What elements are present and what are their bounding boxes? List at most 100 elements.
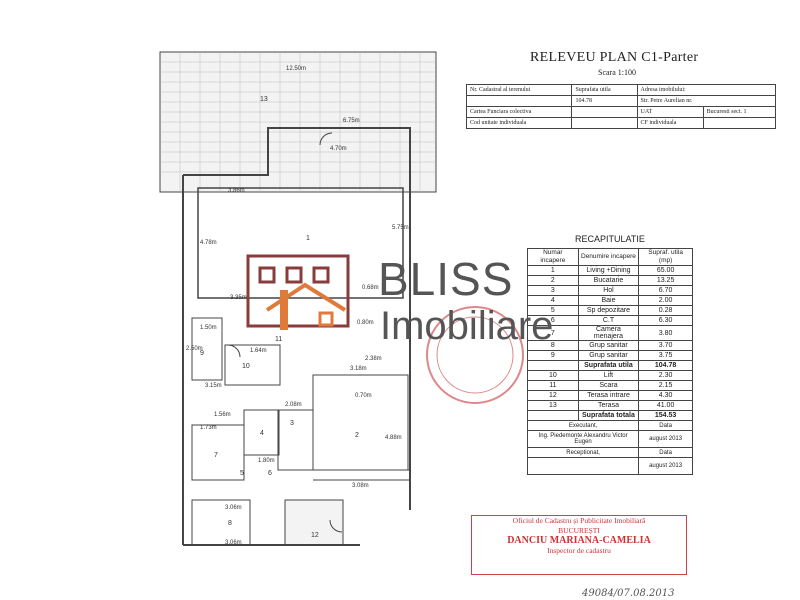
dim-1-50: 1.50m [200, 325, 217, 331]
useful-area-value: 104.78 [638, 360, 693, 371]
data-label-2: Data [638, 447, 693, 458]
recap-cell-area: 6.30 [638, 315, 693, 326]
recap-cell-area: 3.75 [638, 350, 693, 361]
recap-cell-area: 2.15 [638, 380, 693, 391]
dim-r1-height: 5.75m [392, 225, 409, 231]
info-table: Nr. Cadastral al terenului Suprafata uti… [465, 84, 777, 129]
executant-name: Ing. Piedemonte Alexandru Victor Eugen [526, 430, 640, 448]
dim-3-06-a: 3.06m [225, 505, 242, 511]
recap-title: RECAPITULATIE [575, 234, 645, 244]
info-cell: Str. Petre Aurelian nr. [636, 95, 777, 107]
dim-1-80: 1.80m [258, 458, 275, 464]
dim-r1-width: 4.70m [330, 146, 347, 152]
recap-cell-nr: 10 [527, 370, 579, 381]
recap-cell-name: Grup sanitar [577, 350, 640, 361]
recap-cell-area: 41.00 [638, 400, 693, 411]
room-number-6: 6 [268, 470, 272, 477]
dim-0-70: 0.70m [355, 393, 372, 399]
room-number-3: 3 [290, 420, 294, 427]
recap-cell-name: Grup sanitar [577, 340, 640, 351]
receptionat-date: august 2013 [638, 457, 693, 475]
recap-cell-area: 13.25 [638, 275, 693, 286]
dim-0-68: 0.68m [362, 285, 379, 291]
room-2-outline [312, 374, 409, 471]
total-area-value: 154.53 [638, 410, 693, 421]
room-number-12: 12 [311, 532, 319, 539]
stamp-line-4: Inspector de cadastru [547, 546, 611, 555]
stamp-line-3: DANCIU MARIANA-CAMELIA [507, 535, 651, 546]
logo-text-imobiliare: Imobiliare [380, 304, 554, 348]
recap-cell-name: C.T [577, 315, 640, 326]
terrace-hatching [160, 52, 436, 192]
dim-1-56: 1.56m [214, 412, 231, 418]
document-scale: Scara 1:100 [598, 68, 636, 77]
info-cell: Bucuresti sect. 1 [702, 106, 777, 118]
recap-table: Numar incapere Denumire incapere Supraf.… [526, 248, 693, 475]
dim-2-50: 2.50m [186, 346, 203, 352]
useful-area-label: Suprafata utila [577, 360, 640, 371]
room-number-1: 1 [306, 235, 310, 242]
receptionat-signature [526, 457, 640, 475]
recap-cell-nr: 11 [527, 380, 579, 391]
info-cell: 104.78 [571, 95, 638, 107]
recap-cell-name: Sp depozitare [577, 305, 640, 316]
useful-area-row: Suprafata utila 104.78 [527, 360, 693, 371]
recap-cell-nr: 2 [527, 275, 579, 286]
info-cell: UAT [636, 106, 704, 118]
recap-cell-name: Bucatarie [577, 275, 640, 286]
executant-label: Executant, [526, 420, 640, 431]
recap-header: Supraf. utila (mp) [638, 248, 693, 266]
recap-cell-area: 6.70 [638, 285, 693, 296]
info-cell: Cartea Funciara colectiva [465, 106, 573, 118]
recap-cell-area: 2.30 [638, 370, 693, 381]
dim-1-64: 1.64m [250, 348, 267, 354]
logo-text-bliss: BLISS [378, 253, 514, 305]
stamp-line-2: BUCUREȘTI [558, 526, 600, 535]
info-cell [702, 117, 777, 129]
dim-0-80: 0.80m [357, 320, 374, 326]
recap-cell-name: Hol [577, 285, 640, 296]
dim-2-08: 2.08m [285, 402, 302, 408]
recap-cell-area: 0.28 [638, 305, 693, 316]
recap-cell-name: Baie [577, 295, 640, 306]
recap-cell-name: Lift [577, 370, 640, 381]
total-area-row: Suprafata totala 154.53 [527, 410, 693, 421]
total-area-label: Suprafata totala [577, 410, 640, 421]
dim-inner-top: 6.75m [343, 118, 360, 124]
bliss-logo-icon [246, 254, 350, 330]
receptionat-label: Receptionat, [526, 447, 640, 458]
room-number-9: 9 [200, 350, 204, 357]
recap-cell-nr: 3 [527, 285, 579, 296]
dim-4-88: 4.88m [385, 435, 402, 441]
recap-cell-nr: 1 [527, 265, 579, 276]
recap-header: Denumire incapere [577, 248, 640, 266]
dim-left-height: 4.78m [200, 240, 217, 246]
info-cell [571, 117, 638, 129]
dim-top-width: 12.50m [286, 66, 307, 72]
recap-cell-area: 3.80 [638, 325, 693, 341]
dim-3-35: 3.35m [230, 295, 247, 301]
dim-3-15: 3.15m [205, 383, 222, 389]
outer-wall [183, 127, 411, 510]
recap-cell-area: 4.30 [638, 390, 693, 401]
info-cell: Adresa imobilului: [636, 84, 777, 96]
room-9-outline [191, 317, 223, 381]
round-seal-icon [426, 306, 524, 404]
handwritten-reference: 49084/07.08.2013 [582, 588, 675, 599]
recap-cell-area: 2.00 [638, 295, 693, 306]
living-room-outline [197, 187, 404, 299]
room-number-8: 8 [228, 520, 232, 527]
recap-cell-name: Terasa [577, 400, 640, 411]
room-number-4: 4 [260, 430, 264, 437]
room-number-2: 2 [355, 432, 359, 439]
